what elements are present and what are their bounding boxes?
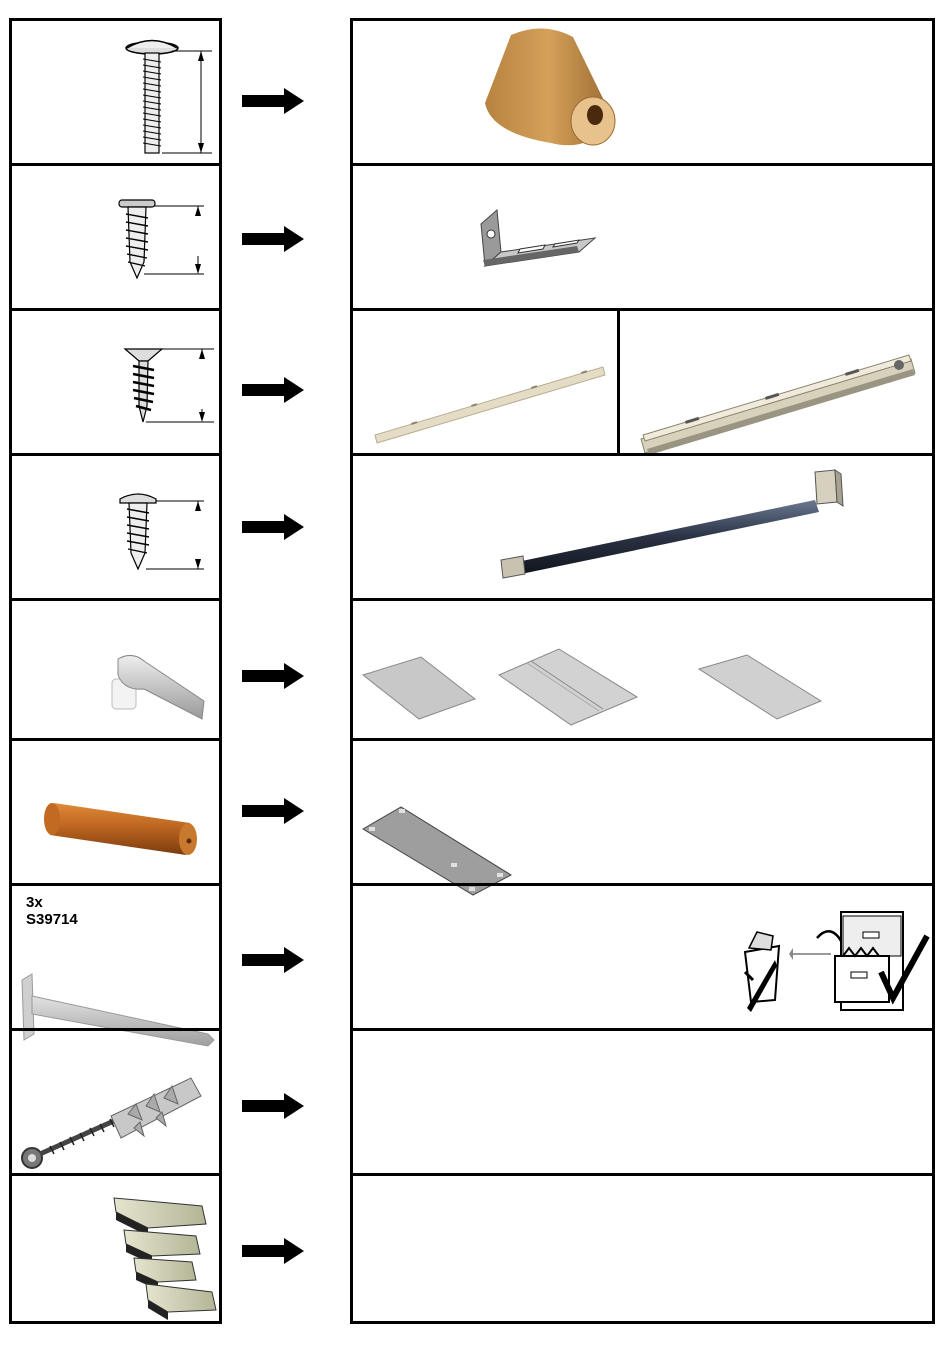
screw-long-icon [117, 31, 237, 161]
quantity-text: 3x [26, 894, 78, 911]
arrow-right-icon [240, 376, 306, 406]
arrow-right-icon [240, 225, 306, 255]
angle-bracket-icon [473, 204, 613, 284]
wooden-cone-foot-icon [481, 23, 621, 153]
countersunk-screw-icon [122, 346, 232, 456]
component-row-7 [353, 886, 932, 1028]
component-row-3 [353, 311, 932, 453]
arrow-right-icon [240, 513, 306, 543]
arrow-right-icon [240, 797, 306, 827]
component-row-4 [353, 456, 932, 598]
wooden-dowel-icon [42, 801, 212, 881]
arrow-right-icon [240, 1092, 306, 1122]
arrow-right-icon [240, 946, 306, 976]
part-row-8 [12, 1031, 219, 1173]
component-row-5 [353, 601, 932, 738]
hanging-rail-icon [495, 466, 875, 586]
component-row-9 [353, 1176, 932, 1321]
wall-plug-screw-icon [16, 1066, 216, 1176]
drawer-runner-icon [371, 359, 621, 449]
part-row-9 [12, 1176, 219, 1321]
part-row-3 [12, 311, 219, 453]
part-row-5 [12, 601, 219, 738]
component-row-6 [353, 741, 932, 883]
part-row-4 [12, 456, 219, 598]
arrow-right-icon [240, 87, 306, 117]
pan-head-screw-icon [114, 491, 224, 601]
parts-column: 3x S39714 [9, 18, 222, 1324]
drawer-runner-icon [635, 339, 925, 459]
arrow-right-icon [240, 1237, 306, 1267]
part-code-text: S39714 [26, 911, 78, 928]
wood-screw-icon [114, 194, 224, 304]
shelf-support-pin-icon [104, 651, 224, 731]
part-row-6 [12, 741, 219, 883]
components-column [350, 18, 935, 1324]
part-row-1 [12, 21, 219, 164]
part-quantity-label: 3x S39714 [26, 894, 78, 928]
panels-icon [359, 621, 939, 731]
component-row-1 [353, 21, 932, 164]
arrow-right-icon [240, 662, 306, 692]
spacer-wedges-icon [108, 1196, 218, 1326]
component-row-8 [353, 1031, 932, 1173]
component-row-2 [353, 166, 932, 308]
back-panel-icon [361, 785, 521, 885]
part-row-7: 3x S39714 [12, 886, 219, 1028]
nail-icon [18, 956, 218, 1036]
keep-instructions-icon [731, 902, 931, 1012]
part-row-2 [12, 166, 219, 308]
